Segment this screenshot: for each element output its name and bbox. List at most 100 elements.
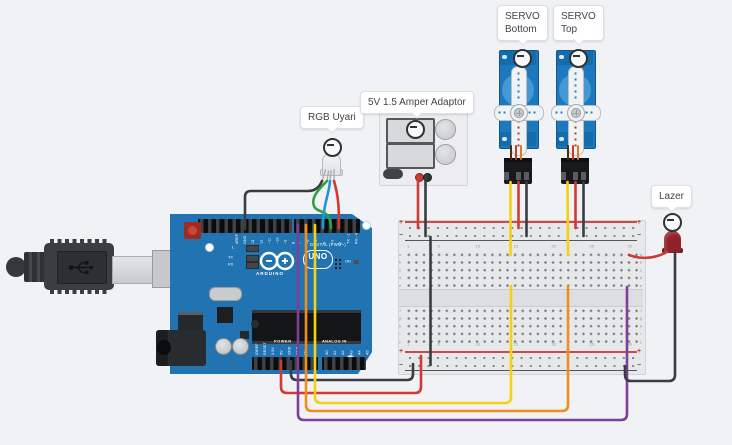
wire-laser-anode[interactable]	[627, 250, 669, 260]
usb-plug-panel	[57, 251, 107, 284]
led-label-tx: TX	[228, 255, 233, 260]
column-number: 10	[475, 243, 480, 249]
row-letter: b	[639, 259, 643, 265]
column-number: 20	[551, 342, 556, 347]
wire-servo-top-signal[interactable]	[566, 180, 570, 257]
icsp-header	[334, 258, 342, 270]
on-led-label: ON	[345, 259, 351, 264]
led-label-rx: RX	[228, 262, 234, 267]
label-text-line1: SERVO	[561, 11, 596, 22]
column-number: 20	[551, 243, 556, 249]
label-text: RGB Uyari	[308, 112, 356, 123]
collapse-icon-adaptor[interactable]	[406, 119, 425, 139]
servo-connector[interactable]	[561, 158, 589, 184]
row-letter: d	[398, 275, 402, 280]
row-letter: h	[398, 323, 402, 328]
adaptor-power-button[interactable]	[383, 169, 403, 179]
digital-silk-label: DIGITAL (PWM~)	[310, 242, 346, 247]
usb-cable-strain-relief	[24, 252, 46, 282]
rgb-led-legs	[321, 169, 335, 182]
label-text-line2: Top	[561, 24, 578, 35]
wire-rgb-red[interactable]	[332, 179, 341, 230]
servo-top-pigtail	[567, 145, 579, 160]
row-letter: b	[398, 259, 402, 265]
power-header[interactable]	[252, 357, 318, 370]
row-letter: g	[639, 315, 643, 321]
usb-plug-metal	[112, 256, 156, 284]
terminal-holes-bottom[interactable]	[404, 306, 638, 345]
row-letter: h	[639, 323, 643, 328]
usb-plug-ridges-bottom	[50, 288, 108, 294]
collapse-icon-servo-top[interactable]	[568, 48, 588, 68]
reset-button[interactable]	[184, 222, 201, 239]
digital-header-right[interactable]	[294, 219, 360, 233]
collapse-icon-laser[interactable]	[662, 212, 682, 232]
column-number: 25	[589, 243, 594, 249]
power-jack-hole	[157, 340, 171, 355]
reset-button-cap	[188, 226, 197, 235]
laser-led-body	[664, 231, 681, 253]
column-number: 5	[437, 342, 440, 347]
label-rgb-uyari[interactable]: RGB Uyari	[300, 106, 364, 129]
wire-rgb-blue[interactable]	[321, 179, 332, 230]
voltage-regulator	[178, 312, 203, 334]
collapse-icon-rgb[interactable]	[322, 137, 342, 157]
servo-connector[interactable]	[504, 158, 532, 184]
rail-minus-sign: −	[399, 362, 404, 369]
rail-holes-positive-top[interactable]	[407, 224, 635, 231]
rail-minus-sign: −	[637, 232, 642, 239]
uno-model-text: UNO	[308, 252, 328, 261]
servo-horn-screw	[571, 108, 581, 118]
column-number: 1	[407, 243, 410, 249]
row-letter: a	[639, 252, 643, 257]
power-jack	[156, 330, 206, 366]
usb-plug-ridges-top	[50, 239, 108, 245]
label-text-line1: SERVO	[505, 11, 540, 22]
rail-holes-positive-bottom[interactable]	[407, 354, 635, 361]
power-adaptor[interactable]	[379, 107, 468, 186]
column-number: 30	[627, 342, 632, 347]
wire-arduino-5v[interactable]	[279, 354, 423, 395]
wire-rgb-green[interactable]	[311, 179, 333, 230]
adaptor-current-knob[interactable]	[435, 144, 456, 165]
capacitor	[232, 338, 249, 355]
column-number: 5	[437, 243, 440, 249]
wire-d6-servo-top[interactable]	[304, 223, 570, 413]
row-letter: a	[398, 252, 402, 257]
rail-holes-negative-bottom[interactable]	[407, 362, 635, 369]
wire-rgb-cathode[interactable]	[243, 179, 324, 231]
row-letter: f	[399, 308, 401, 313]
rail-line-negative-top	[405, 239, 637, 241]
wire-arduino-gnd[interactable]	[289, 359, 415, 382]
wire-d5-servo-bottom[interactable]	[313, 223, 513, 405]
rail-plus-sign: +	[637, 219, 642, 226]
label-servo-top[interactable]: SERVO Top	[553, 5, 604, 41]
rail-holes-negative-top[interactable]	[407, 232, 635, 239]
adaptor-voltage-knob[interactable]	[435, 119, 456, 140]
row-letter: g	[398, 315, 402, 321]
led-tx	[246, 255, 259, 262]
wire-d7-laser[interactable]	[296, 223, 629, 422]
servo-mount-hole	[559, 55, 564, 59]
collapse-icon-servo-bottom[interactable]	[512, 48, 532, 68]
label-adaptor[interactable]: 5V 1.5 Amper Adaptor	[360, 91, 474, 114]
label-servo-bottom[interactable]: SERVO Bottom	[497, 5, 548, 41]
terminal-holes-top[interactable]	[404, 250, 638, 289]
on-led	[354, 260, 359, 264]
usb-cable-tip	[6, 257, 26, 277]
row-letter: e	[639, 282, 643, 288]
servo-mount-hole	[559, 137, 564, 141]
wire-laser-cathode[interactable]	[623, 250, 677, 383]
analog-header[interactable]	[322, 357, 366, 370]
adaptor-negative-terminal[interactable]	[422, 173, 432, 182]
servo-horn-holes	[555, 110, 565, 114]
label-laser[interactable]: Lazer	[651, 185, 693, 208]
servo-bottom[interactable]	[494, 48, 544, 188]
row-letter: i	[640, 331, 642, 336]
